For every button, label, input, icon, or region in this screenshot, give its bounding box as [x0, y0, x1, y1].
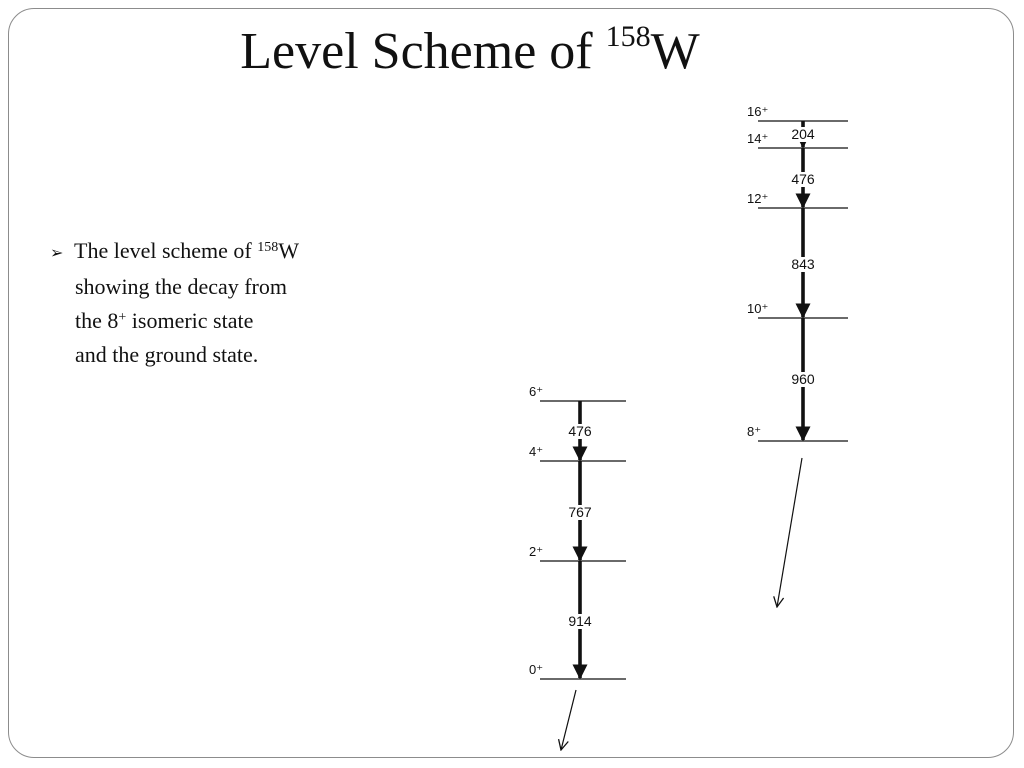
bullet-text: ➢ The level scheme of 158W showing the de… — [50, 234, 390, 372]
isomer-gamma-label-bg — [785, 372, 821, 387]
title-mass-number: 158 — [605, 20, 651, 53]
bullet-line-3-post: isomeric state — [126, 308, 254, 333]
ground-gamma-energy: 767 — [568, 504, 592, 520]
bullet-element: W — [278, 238, 300, 263]
bullet-parity: + — [118, 310, 127, 325]
isomer-decay-arrow — [777, 457, 803, 607]
bullet-line-4: and the ground state. — [75, 342, 259, 367]
isomer-level-label: 10⁺ — [747, 301, 768, 316]
isomer-level-label: 12⁺ — [747, 191, 768, 206]
slide-title: Level Scheme of 158W — [0, 22, 940, 80]
ground-band-feeding-arrow — [561, 689, 577, 750]
ground-gamma-energy: 476 — [568, 423, 592, 439]
ground-gamma-label-bg — [562, 614, 598, 629]
isomer-gamma-energy: 476 — [791, 171, 815, 187]
isomer-gamma-energy: 960 — [791, 371, 815, 387]
isomer-level-label: 8⁺ — [747, 424, 761, 439]
isomer-gamma-label-bg — [785, 127, 821, 142]
isomer-gamma-label-bg — [785, 172, 821, 187]
ground-gamma-label-bg — [562, 424, 598, 439]
isomer-gamma-energy: 843 — [791, 256, 815, 272]
ground-level-label: 4⁺ — [529, 444, 543, 459]
title-element: W — [650, 23, 700, 80]
title-text: Level Scheme of — [240, 23, 606, 80]
ground-level-label: 2⁺ — [529, 544, 543, 559]
isomer-gamma-label-bg — [785, 257, 821, 272]
isomer-band: 16⁺ 14⁺ 12⁺ 10⁺ 8⁺ 204 476 843 960 — [747, 104, 848, 442]
isomer-gamma-energy: 204 — [791, 126, 815, 142]
bullet-line-1: ➢ The level scheme of 158W — [50, 234, 390, 270]
isomer-level-label: 16⁺ — [747, 104, 768, 119]
ground-level-label: 0⁺ — [529, 662, 543, 677]
bullet-line-3: the 8+ isomeric state — [50, 304, 390, 338]
bullet-line-1-text: The level scheme of — [74, 238, 258, 263]
slide-frame — [8, 8, 1014, 758]
ground-gamma-label-bg — [562, 505, 598, 520]
ground-level-label: 6⁺ — [529, 384, 543, 399]
isomer-level-label: 14⁺ — [747, 131, 768, 146]
ground-gamma-energy: 914 — [568, 613, 592, 629]
bullet-line-2: showing the decay from — [75, 274, 287, 299]
bullet-mass-number: 158 — [257, 240, 279, 255]
ground-band: 6⁺ 4⁺ 2⁺ 0⁺ 476 767 914 — [529, 384, 626, 680]
bullet-line-3-pre: the 8 — [75, 308, 119, 333]
arrowhead-bullet-icon: ➢ — [50, 243, 64, 262]
